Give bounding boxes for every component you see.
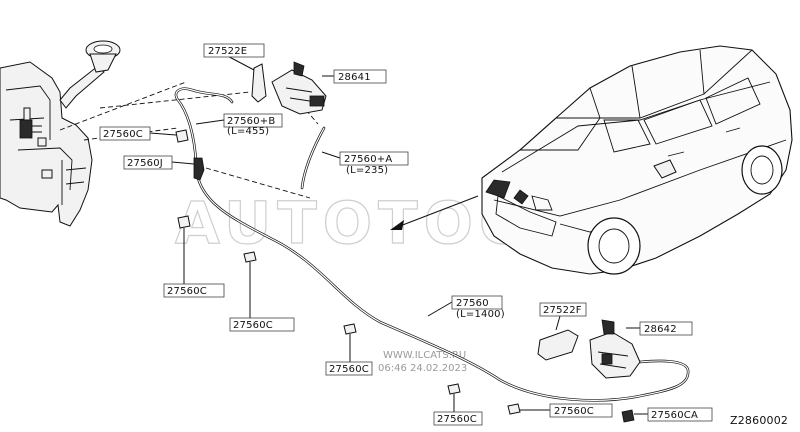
label-27560c-b: 27560C bbox=[163, 283, 225, 298]
watermark-timestamp: 06:46 24.02.2023 bbox=[378, 363, 467, 374]
clip-27560c-d-shape bbox=[343, 323, 357, 335]
label-27560c-e: 27560C bbox=[433, 411, 483, 426]
joint-27560j bbox=[193, 157, 205, 181]
label-27560b: 27560+B (L=455) bbox=[223, 113, 283, 137]
svg-text:27560C: 27560C bbox=[167, 286, 207, 297]
svg-text:(L=1400): (L=1400) bbox=[456, 309, 505, 320]
svg-text:27560+A: 27560+A bbox=[344, 154, 392, 165]
svg-text:27560+B: 27560+B bbox=[227, 116, 275, 127]
hose-27560b bbox=[174, 87, 234, 164]
svg-text:28642: 28642 bbox=[644, 324, 677, 335]
clip-27560c-c-shape bbox=[243, 251, 257, 263]
watermark-site: WWW.ILCATS.RU bbox=[383, 350, 466, 361]
label-27560c-f: 27560C bbox=[549, 403, 613, 418]
svg-text:27560C: 27560C bbox=[554, 406, 594, 417]
label-28641: 28641 bbox=[333, 69, 387, 84]
label-27560j: 27560J bbox=[123, 155, 173, 170]
svg-text:28641: 28641 bbox=[338, 72, 371, 83]
label-27560c-a: 27560C bbox=[99, 126, 151, 141]
leader-tank-top bbox=[99, 91, 251, 109]
svg-text:27560CA: 27560CA bbox=[651, 410, 698, 421]
clip-27560c-b-shape bbox=[177, 215, 191, 229]
leader-tank-hose bbox=[59, 81, 187, 131]
svg-text:27522F: 27522F bbox=[543, 305, 582, 316]
label-27560c-d: 27560C bbox=[325, 361, 373, 376]
pointer-arrow-head bbox=[390, 220, 404, 230]
svg-text:27560C: 27560C bbox=[437, 414, 477, 425]
clip-27560c-e-shape bbox=[447, 383, 461, 395]
car-illustration bbox=[481, 45, 793, 275]
hose-27560a bbox=[300, 126, 326, 190]
clip-27560c-f-shape bbox=[507, 403, 521, 415]
clip-27522e bbox=[251, 63, 267, 103]
label-27560: 27560 (L=1400) bbox=[451, 295, 505, 320]
diagram-code: Z2860002 bbox=[730, 414, 788, 427]
label-27560c-c: 27560C bbox=[229, 317, 295, 332]
svg-text:27560C: 27560C bbox=[329, 364, 369, 375]
pointer-arrow-line bbox=[399, 195, 479, 227]
clip-27522f bbox=[537, 329, 579, 361]
label-27560ca: 27560CA bbox=[647, 407, 713, 422]
nozzle-28642 bbox=[589, 319, 641, 379]
svg-text:27560C: 27560C bbox=[103, 129, 143, 140]
label-27522e: 27522E bbox=[203, 43, 265, 58]
label-27522f: 27522F bbox=[539, 302, 587, 317]
svg-text:27522E: 27522E bbox=[208, 46, 247, 57]
washer-tank bbox=[0, 40, 121, 227]
leader-joint bbox=[205, 167, 311, 199]
label-28642: 28642 bbox=[639, 321, 693, 336]
label-27560a: 27560+A (L=235) bbox=[339, 151, 409, 176]
svg-text:(L=235): (L=235) bbox=[346, 165, 388, 176]
svg-text:27560J: 27560J bbox=[127, 158, 163, 169]
svg-text:27560: 27560 bbox=[456, 298, 489, 309]
svg-text:27560C: 27560C bbox=[233, 320, 273, 331]
clip-27560c-a-shape bbox=[175, 129, 189, 143]
clip-27560ca-shape bbox=[621, 409, 635, 423]
nozzle-28641 bbox=[271, 61, 327, 115]
svg-text:(L=455): (L=455) bbox=[227, 126, 269, 137]
